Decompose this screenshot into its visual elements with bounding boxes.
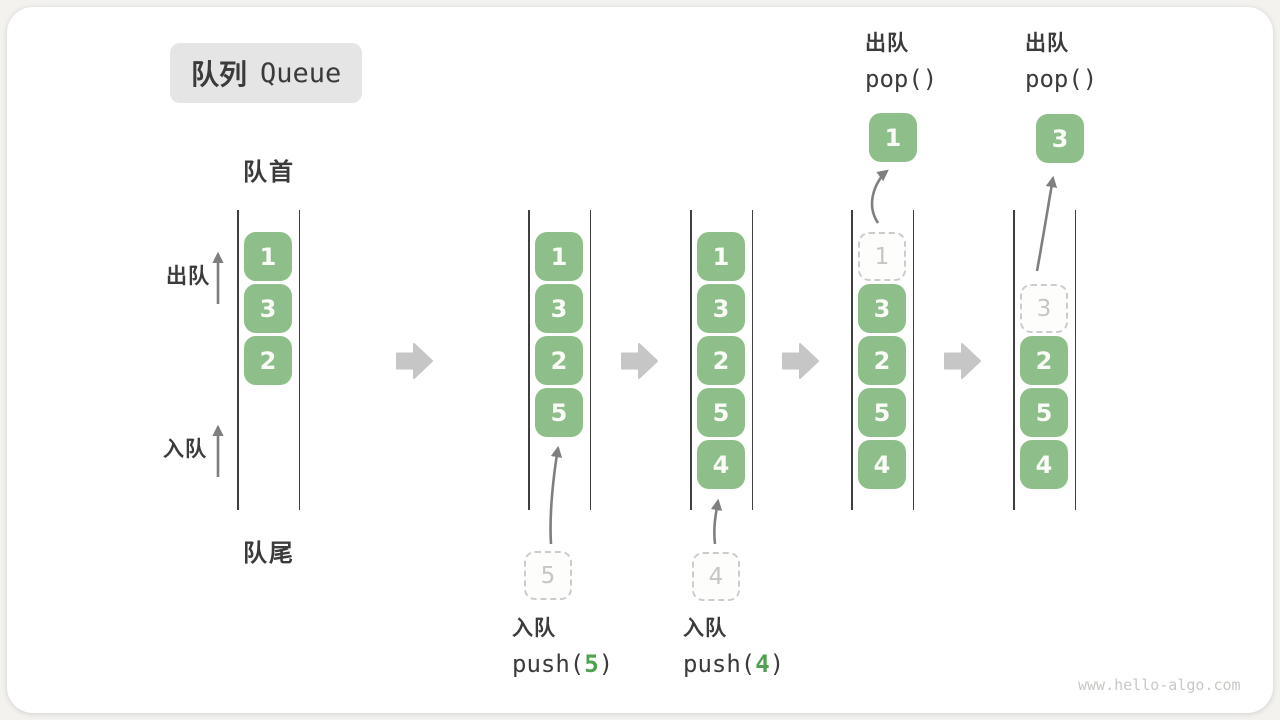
queue-cell: 2 — [858, 336, 906, 385]
queue-cell-ghost: 3 — [1020, 284, 1068, 333]
operation-code: pop() — [1025, 66, 1097, 92]
code-argument: 4 — [755, 650, 770, 678]
code-prefix: push( — [683, 650, 756, 678]
queue-cell: 5 — [697, 388, 745, 437]
queue-cell: 4 — [858, 440, 906, 489]
queue-cell: 1 — [244, 232, 292, 281]
queue-wall-left — [528, 210, 530, 510]
popped-cell: 1 — [869, 113, 917, 162]
operation-label: 入队 — [512, 616, 556, 640]
side-dequeue-label: 出队 — [166, 264, 210, 288]
pending-enqueue-cell: 4 — [692, 552, 740, 601]
queue-front-label: 队首 — [243, 158, 295, 186]
code-suffix: ) — [769, 650, 785, 678]
queue-wall-right — [1074, 210, 1076, 510]
queue-wall-left — [1013, 210, 1015, 510]
diagram-card — [7, 7, 1273, 713]
popped-cell: 3 — [1036, 114, 1084, 163]
title-zh: 队列 — [191, 58, 248, 91]
queue-cell: 4 — [1020, 440, 1068, 489]
operation-label: 入队 — [683, 616, 727, 640]
operation-code: pop() — [865, 66, 937, 92]
operation-code: push(4) — [683, 651, 784, 677]
queue-cell: 1 — [697, 232, 745, 281]
queue-cell: 3 — [244, 284, 292, 333]
queue-cell: 2 — [244, 336, 292, 385]
queue-wall-left — [237, 210, 239, 510]
queue-cell: 2 — [1020, 336, 1068, 385]
operation-label: 出队 — [865, 31, 909, 55]
queue-wall-right — [912, 210, 914, 510]
queue-cell: 3 — [697, 284, 745, 333]
operation-label: 出队 — [1025, 31, 1069, 55]
title-badge: 队列 Queue — [170, 43, 363, 103]
queue-cell: 2 — [697, 336, 745, 385]
queue-wall-right — [298, 210, 300, 510]
queue-wall-left — [690, 210, 692, 510]
queue-cell: 5 — [858, 388, 906, 437]
side-enqueue-label: 入队 — [163, 437, 207, 461]
code-prefix: pop() — [1025, 65, 1098, 93]
code-suffix: ) — [598, 650, 614, 678]
queue-cell: 2 — [535, 336, 583, 385]
queue-rear-label: 队尾 — [243, 539, 295, 567]
queue-cell: 5 — [535, 388, 583, 437]
operation-code: push(5) — [512, 651, 613, 677]
queue-wall-left — [851, 210, 853, 510]
queue-cell: 3 — [535, 284, 583, 333]
queue-cell: 1 — [535, 232, 583, 281]
enqueue-operation: 入队 push(4) — [683, 615, 784, 677]
code-argument: 5 — [584, 650, 599, 678]
queue-cell: 5 — [1020, 388, 1068, 437]
queue-cell-ghost: 1 — [858, 232, 906, 281]
title-en: Queue — [260, 57, 342, 89]
enqueue-operation: 入队 push(5) — [512, 615, 613, 677]
pending-enqueue-cell: 5 — [524, 551, 572, 600]
queue-wall-right — [751, 210, 753, 510]
queue-cell: 4 — [697, 440, 745, 489]
dequeue-operation: 出队 pop() — [865, 30, 937, 92]
watermark: www.hello-algo.com — [1078, 676, 1241, 694]
queue-wall-right — [589, 210, 591, 510]
code-prefix: push( — [512, 650, 585, 678]
dequeue-operation: 出队 pop() — [1025, 30, 1097, 92]
code-prefix: pop() — [865, 65, 938, 93]
queue-cell: 3 — [858, 284, 906, 333]
